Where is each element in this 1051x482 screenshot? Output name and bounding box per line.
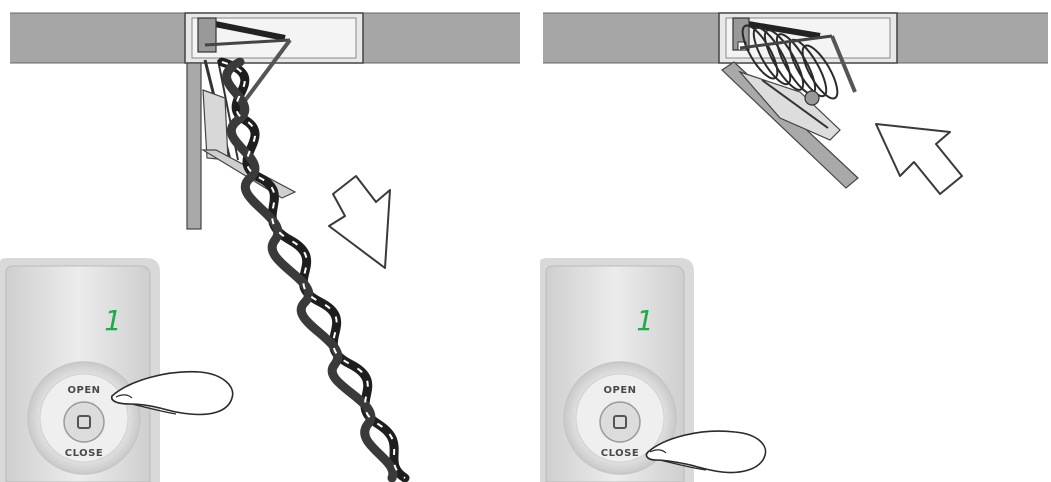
arrow-up-icon — [876, 124, 962, 194]
display-digit: 1 — [636, 304, 653, 337]
display-digit: 1 — [104, 304, 121, 337]
close-label[interactable]: CLOSE — [601, 448, 639, 459]
stop-button[interactable] — [600, 402, 640, 442]
close-label[interactable]: CLOSE — [65, 448, 103, 459]
remote-control-left: 1 OPEN CLOSE — [0, 258, 160, 482]
panel-close: 1 OPEN CLOSE — [540, 13, 1048, 482]
arrow-down-icon — [329, 176, 390, 268]
open-label[interactable]: OPEN — [603, 385, 636, 396]
stop-button[interactable] — [64, 402, 104, 442]
open-label[interactable]: OPEN — [67, 385, 100, 396]
panel-open: 1 OPEN CLOSE — [0, 13, 520, 482]
hatch-door — [187, 63, 201, 229]
